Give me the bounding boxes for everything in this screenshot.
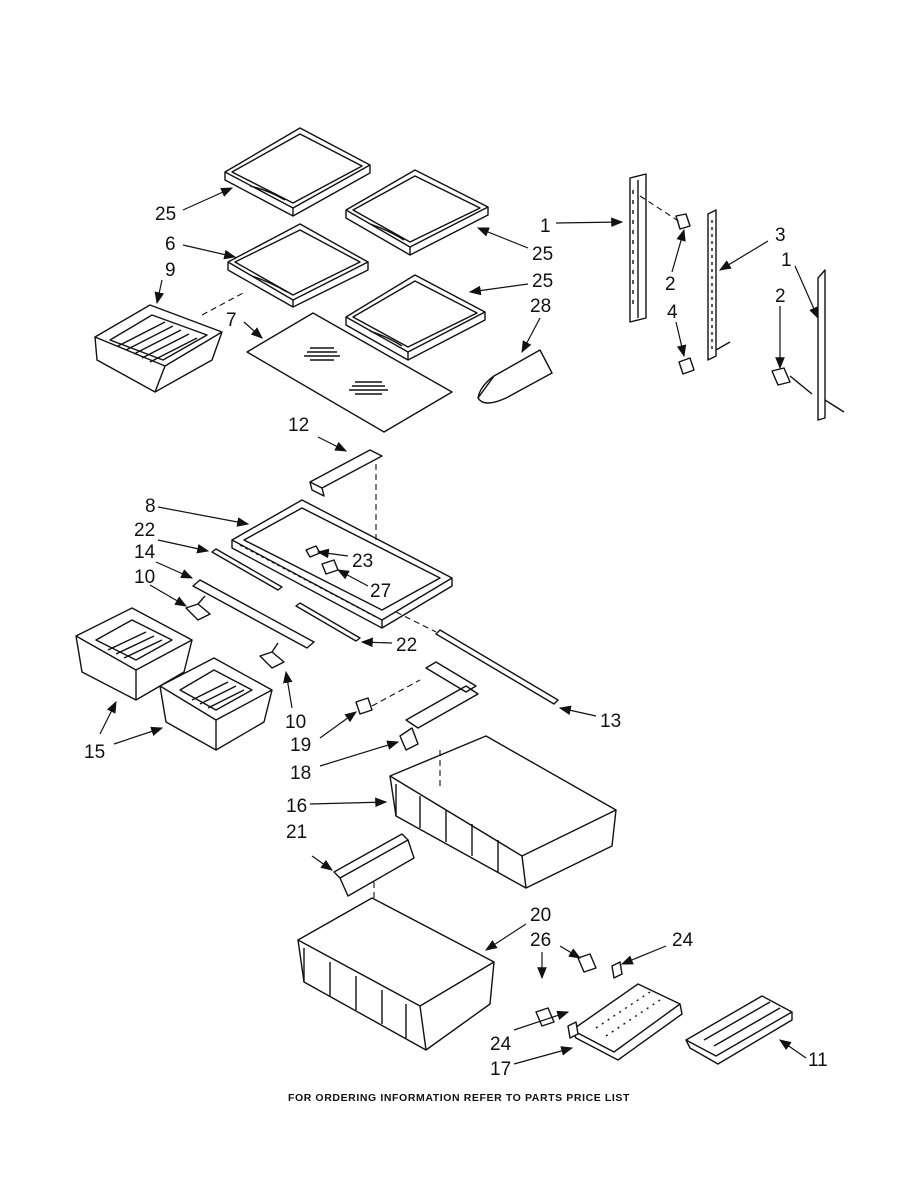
rail-part-1-right [817, 269, 845, 421]
crisper-drawer-part-9 [94, 304, 223, 393]
guide-line [201, 291, 246, 316]
callout-25: 25 [155, 204, 176, 225]
callout-24: 24 [490, 1034, 512, 1055]
basket-part-20 [297, 897, 495, 1051]
basket-part-16 [389, 735, 617, 889]
callout-21: 21 [286, 822, 307, 843]
callout-22: 22 [134, 520, 155, 541]
bin-part-15-right [159, 657, 273, 751]
screw-part-2-right [771, 367, 813, 395]
callout-24: 24 [672, 930, 694, 951]
callout-13: 13 [600, 711, 621, 732]
callout-11: 11 [808, 1050, 828, 1071]
fastener-part-26-right [577, 953, 597, 973]
callout-22: 22 [396, 635, 417, 656]
shelf-part-25-mid [345, 169, 489, 256]
leader-lines [99, 187, 819, 1065]
callout-2: 2 [665, 274, 676, 295]
clip-part-12 [309, 449, 383, 497]
callout-14: 14 [134, 542, 156, 563]
guide-line [371, 679, 421, 707]
callout-28: 28 [530, 296, 551, 317]
callout-9: 9 [165, 260, 176, 281]
callout-1: 1 [781, 250, 792, 271]
rod-part-13 [435, 629, 559, 705]
callout-17: 17 [490, 1059, 511, 1080]
screw-part-2-top [675, 213, 691, 230]
callout-27: 27 [370, 581, 391, 602]
callout-4: 4 [667, 302, 678, 323]
bracket-part-10-right [259, 642, 285, 669]
callout-2: 2 [775, 286, 786, 307]
guide-line [395, 611, 437, 633]
bracket-part-10-left [185, 595, 211, 621]
shelf-part-6 [227, 223, 369, 308]
ice-bin-part-17 [571, 983, 683, 1061]
rail-part-3 [707, 209, 731, 361]
shelf-part-25-low [345, 274, 486, 361]
callout-12: 12 [288, 415, 309, 436]
washer-part-24-right [611, 961, 623, 979]
bar-part-14 [192, 579, 315, 649]
callout-25: 25 [532, 271, 553, 292]
callout-15: 15 [84, 742, 105, 763]
slide-part-18 [399, 661, 479, 751]
ice-tray-part-11 [685, 995, 793, 1065]
screw-part-4 [678, 357, 695, 375]
shelf-part-25-top [224, 127, 371, 217]
ordering-info-note: FOR ORDERING INFORMATION REFER TO PARTS … [287, 1092, 631, 1104]
rail-part-1-left [629, 173, 647, 323]
screw-part-19 [355, 697, 373, 715]
callout-10: 10 [285, 712, 306, 733]
divider-part-8 [231, 499, 453, 629]
glass-panel-part-7 [246, 312, 453, 433]
cover-part-28 [477, 349, 553, 404]
strip-part-22-left [211, 548, 283, 591]
callout-19: 19 [290, 735, 311, 756]
callout-7: 7 [226, 310, 237, 331]
callout-26: 26 [530, 930, 551, 951]
callout-8: 8 [145, 496, 156, 517]
divider-part-21 [333, 833, 415, 897]
callout-10: 10 [134, 567, 155, 588]
callout-20: 20 [530, 905, 551, 926]
callout-18: 18 [290, 763, 311, 784]
bin-part-15-left [75, 607, 193, 701]
washer-part-24-left [567, 1021, 579, 1039]
strip-part-22-right [295, 602, 361, 642]
callout-labels: 25 6 9 7 25 25 28 1 2 4 3 1 2 12 8 22 14… [84, 204, 828, 1080]
callout-3: 3 [775, 225, 786, 246]
guide-line [639, 195, 681, 223]
callout-23: 23 [352, 551, 373, 572]
callout-16: 16 [286, 796, 307, 817]
callout-25: 25 [532, 244, 553, 265]
callout-1: 1 [540, 216, 551, 237]
callout-6: 6 [165, 234, 176, 255]
